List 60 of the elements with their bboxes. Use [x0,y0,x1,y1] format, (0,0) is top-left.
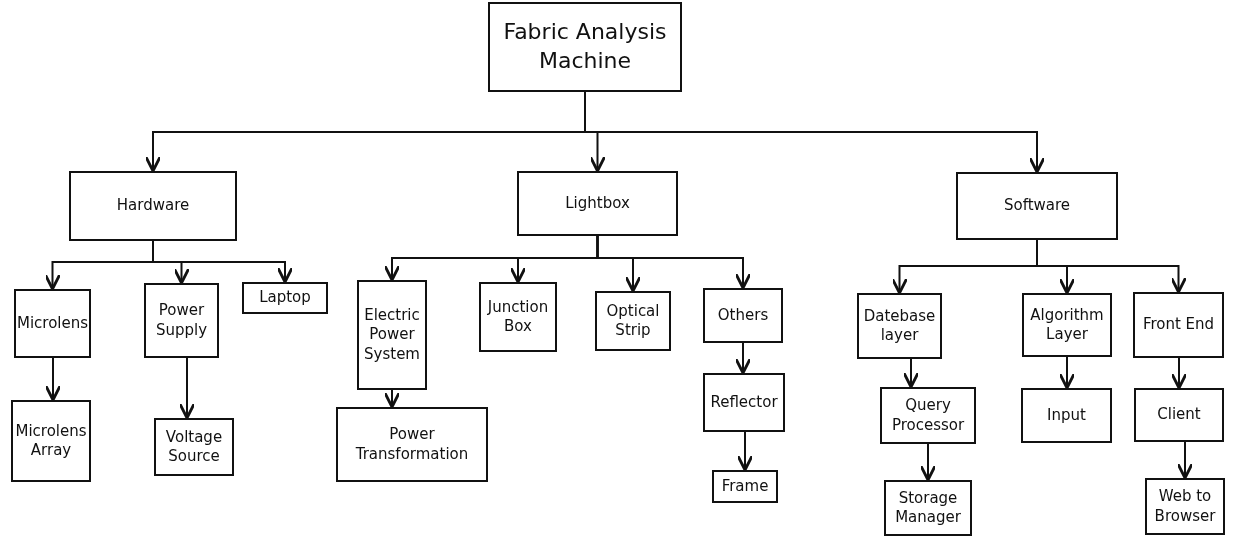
process-box [1145,478,1225,535]
node-label: Client [1157,405,1201,425]
process-box [712,470,778,503]
node-label: Front End [1142,315,1215,335]
arrow [178,357,196,420]
node-label: Microlens [16,313,89,334]
arrow [1058,356,1076,390]
node-label: Junction Box [486,297,550,337]
process-box [1134,388,1224,442]
arrow [152,240,294,284]
arrow [734,342,752,375]
process-box [1133,292,1224,358]
process-box [703,373,785,432]
process-box [595,291,671,351]
process-box [956,172,1118,240]
node-label: Power Transformation [354,425,470,464]
node-label: Algorithm Layer [1029,305,1105,345]
node-label: Electric Power System [363,305,421,365]
process-box [11,400,91,482]
process-box [14,289,91,358]
node-label: Voltage Source [164,427,224,467]
node-label: Query Processor [890,396,966,435]
process-box [857,293,942,359]
node-label: Reflector [710,392,778,413]
process-box [1021,388,1112,443]
node-label: Frame [721,476,769,497]
arrow [919,443,937,482]
process-box [69,171,237,241]
node-label: Web to Browser [1153,487,1217,526]
node-label: Lightbox [565,193,630,214]
process-box [242,282,328,314]
node-label: Power Supply [154,301,209,340]
arrow [902,358,920,389]
process-box [336,407,488,482]
arrow [1170,357,1188,390]
process-box [144,283,219,358]
process-box [1022,293,1112,357]
arrow [736,431,754,472]
arrow [383,389,401,409]
node-label: Hardware [116,196,190,216]
node-label: Datebase layer [862,306,937,346]
process-box [880,387,976,444]
process-box [703,288,783,343]
node-label: Fabric Analysis Machine [502,18,668,75]
node-label: Storage Manager [894,488,962,528]
arrow [1176,441,1194,480]
arrow [596,235,752,290]
arrow [44,357,62,402]
process-box [357,280,427,390]
node-label: Input [1047,405,1086,426]
process-box [488,2,682,92]
process-box [154,418,234,476]
process-box [479,282,557,352]
process-box [884,480,972,536]
node-label: Microlens Array [14,421,88,461]
process-box [517,171,678,236]
node-label: Software [1003,196,1071,216]
node-label: Others [717,305,769,326]
node-label: Optical Strip [605,301,661,341]
node-label: Laptop [259,288,311,308]
